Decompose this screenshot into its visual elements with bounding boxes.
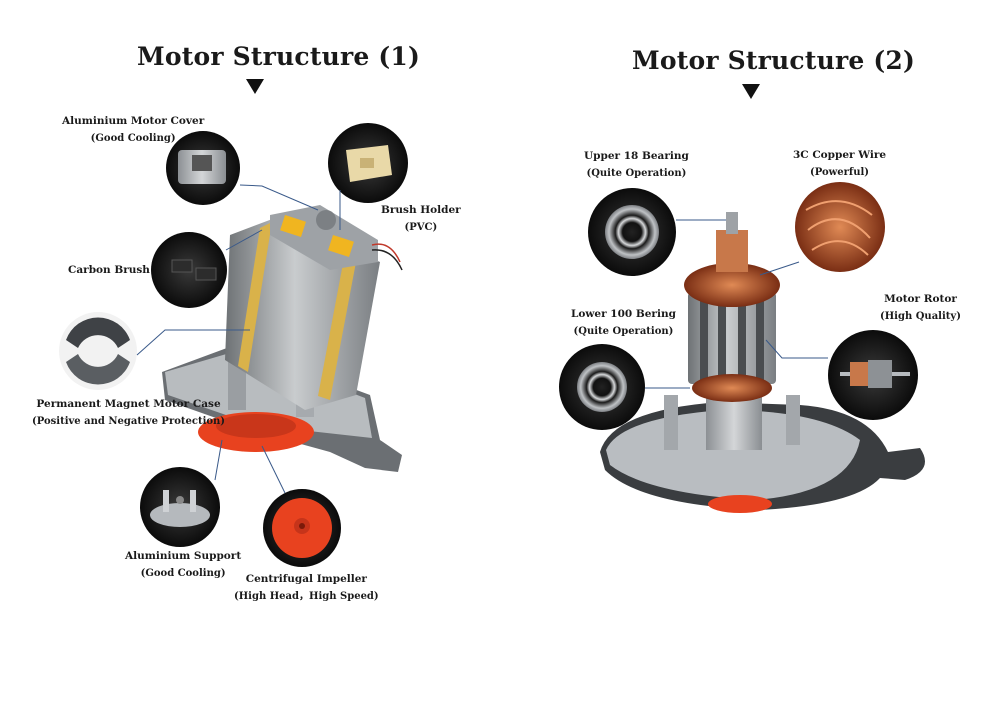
label-copper-wire: 3C Copper Wire (Powerful) (793, 149, 887, 178)
callout-motor-cover (166, 131, 240, 205)
label-aluminium-support: Aluminium Support (Good Cooling) (125, 550, 242, 579)
callout-impeller (263, 489, 341, 567)
label-motor-rotor: Motor Rotor (High Quality) (880, 293, 961, 322)
callout-copper-wire (795, 182, 885, 272)
panel-1-leader-lines (136, 184, 341, 494)
label-upper-bearing: Upper 18 Bearing (Quite Operation) (584, 150, 689, 179)
label-lower-bearing: Lower 100 Bering (Quite Operation) (571, 308, 676, 337)
callout-aluminium-support (140, 467, 220, 547)
panel-2-leader-lines (645, 219, 828, 389)
label-aluminium-motor-cover: Aluminium Motor Cover (Good Cooling) (62, 115, 205, 144)
rotor-stack (688, 292, 776, 384)
label-brush-holder: Brush Holder (PVC) (381, 204, 461, 233)
label-permanent-magnet-case: Permanent Magnet Motor Case (Positive an… (32, 398, 226, 427)
panel-1-title: Motor Structure (1) (137, 42, 420, 71)
panel-2-down-arrow-icon (742, 84, 760, 99)
callout-brush-holder (328, 123, 408, 203)
callout-carbon-brush (151, 232, 227, 308)
panel-1-down-arrow-icon (246, 79, 264, 94)
motor-2-assembly (600, 212, 925, 513)
label-centrifugal-impeller: Centrifugal Impeller (High Head，High Spe… (234, 573, 379, 602)
callout-magnet-case (59, 312, 137, 390)
panel-2-title: Motor Structure (2) (632, 46, 915, 75)
label-carbon-brush: Carbon Brush (68, 264, 150, 276)
callout-upper-bearing (588, 188, 676, 276)
callout-lower-bearing (559, 344, 645, 430)
callout-motor-rotor (828, 330, 918, 420)
motor-1-assembly (162, 205, 403, 472)
